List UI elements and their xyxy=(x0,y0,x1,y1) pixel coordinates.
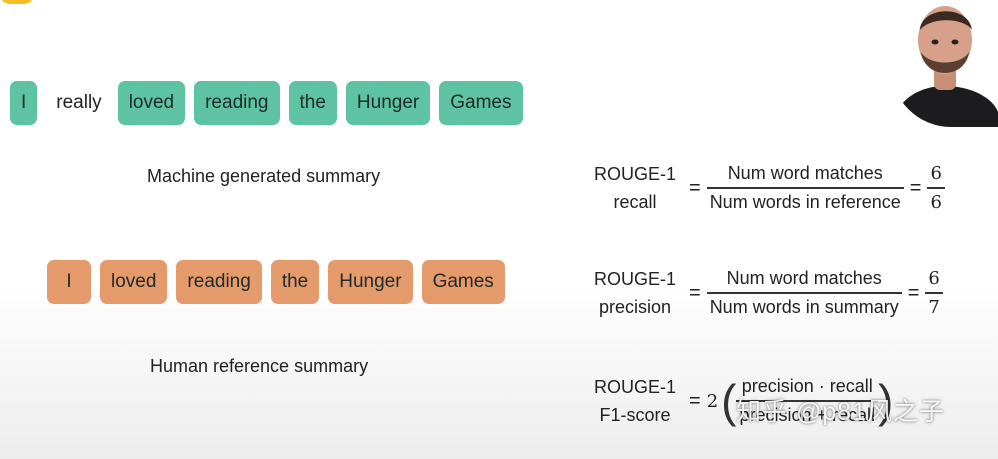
formula-label-bottom: recall xyxy=(613,192,657,212)
equals-sign: = xyxy=(689,176,701,199)
fraction: Num word matches Num words in reference xyxy=(706,163,904,213)
result-numerator: 6 xyxy=(928,268,940,289)
formula-label-bottom: F1-score xyxy=(599,405,671,425)
machine-token: the xyxy=(288,81,337,125)
left-paren: ( xyxy=(721,375,737,427)
machine-token: I xyxy=(10,81,38,125)
presenter-avatar-icon xyxy=(891,0,998,127)
formula-label: ROUGE-1 F1-score xyxy=(587,373,683,429)
formula-label-top: ROUGE-1 xyxy=(593,377,676,397)
fraction: Num word matches Num words in summary xyxy=(706,268,902,318)
formula-label-top: ROUGE-1 xyxy=(593,164,676,184)
equals-sign: = xyxy=(689,389,701,412)
equals-sign: = xyxy=(689,281,701,304)
result-fraction: 6 7 xyxy=(925,268,943,318)
human-token: Hunger xyxy=(328,260,413,304)
human-token: loved xyxy=(100,260,168,304)
human-token: Games xyxy=(421,260,505,304)
rouge-precision-formula: ROUGE-1 precision = Num word matches Num… xyxy=(587,265,943,321)
result-fraction: 6 6 xyxy=(927,163,945,213)
watermark: 知乎 @p81风之子 xyxy=(736,398,946,426)
human-token: I xyxy=(47,260,91,304)
right-paren: ) xyxy=(878,375,894,427)
machine-token: loved xyxy=(117,81,186,125)
denominator: Num words in summary xyxy=(706,292,902,318)
result-numerator: 6 xyxy=(930,163,942,184)
machine-token: Games xyxy=(439,81,523,125)
numerator: Num word matches xyxy=(727,163,883,183)
denominator: precision + recall xyxy=(736,400,879,426)
rouge-f1-formula: ROUGE-1 F1-score = 2 ( precision · recal… xyxy=(587,373,893,429)
numerator: Num word matches xyxy=(726,268,882,288)
machine-summary-tokens: I really loved reading the Hunger Games xyxy=(10,81,532,125)
machine-token-unmatched: really xyxy=(56,92,102,113)
result-denominator: 6 xyxy=(927,187,945,213)
machine-summary-caption: Machine generated summary xyxy=(147,166,381,186)
result-denominator: 7 xyxy=(925,292,943,318)
corner-decoration xyxy=(0,0,34,4)
machine-token: reading xyxy=(194,81,280,125)
denominator: Num words in reference xyxy=(706,187,904,213)
formula-label: ROUGE-1 recall xyxy=(587,160,683,216)
human-token: reading xyxy=(176,260,262,304)
numerator: precision · recall xyxy=(741,376,873,396)
presenter-webcam xyxy=(891,0,998,127)
formula-label-top: ROUGE-1 xyxy=(593,269,676,289)
equals-sign: = xyxy=(907,281,920,304)
rouge-recall-formula: ROUGE-1 recall = Num word matches Num wo… xyxy=(587,160,945,216)
formula-label: ROUGE-1 precision xyxy=(587,265,683,321)
coefficient: 2 xyxy=(706,390,719,412)
human-summary-caption: Human reference summary xyxy=(150,356,369,376)
equals-sign: = xyxy=(909,176,922,199)
human-summary-tokens: I loved reading the Hunger Games xyxy=(47,260,514,304)
fraction: precision · recall precision + recall xyxy=(736,376,879,426)
human-token: the xyxy=(270,260,320,304)
machine-token: Hunger xyxy=(345,81,431,125)
formula-label-bottom: precision xyxy=(598,297,672,317)
